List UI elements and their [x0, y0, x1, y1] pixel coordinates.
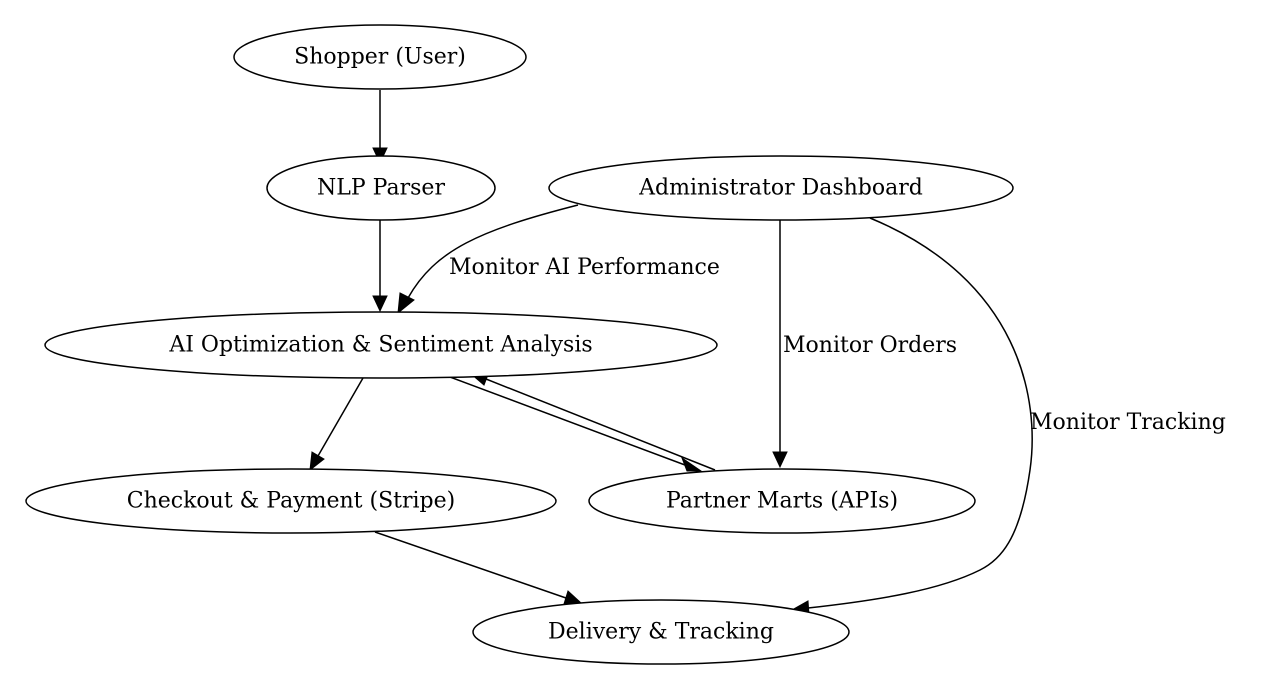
edge-shopper-to-nlp	[372, 90, 388, 165]
edge-nlp-to-ai	[372, 220, 388, 313]
edge-label-monitor-orders: Monitor Orders	[783, 333, 957, 358]
node-delivery: Delivery & Tracking	[472, 599, 850, 665]
node-nlp-parser: NLP Parser	[266, 155, 496, 221]
edge-admin-to-partner	[772, 220, 788, 469]
node-label-partner-marts: Partner Marts (APIs)	[666, 489, 898, 514]
node-checkout: Checkout & Payment (Stripe)	[25, 468, 557, 534]
node-partner-marts: Partner Marts (APIs)	[588, 468, 976, 534]
node-ai-optimization: AI Optimization & Sentiment Analysis	[44, 311, 718, 379]
node-label-ai-optimization: AI Optimization & Sentiment Analysis	[168, 333, 592, 358]
edge-checkout-to-delivery	[374, 531, 583, 605]
node-label-shopper: Shopper (User)	[294, 45, 466, 70]
node-label-admin-dashboard: Administrator Dashboard	[638, 176, 923, 201]
edge-admin-to-delivery	[790, 217, 1033, 616]
edge-partner-to-ai	[468, 371, 716, 471]
node-label-delivery: Delivery & Tracking	[548, 620, 774, 645]
edge-label-monitor-ai-performance: Monitor AI Performance	[449, 255, 720, 280]
node-label-nlp-parser: NLP Parser	[317, 176, 445, 201]
node-label-checkout: Checkout & Payment (Stripe)	[127, 489, 455, 514]
edge-admin-to-ai	[397, 204, 579, 315]
edge-ai-to-checkout	[309, 377, 364, 472]
edge-label-monitor-tracking: Monitor Tracking	[1030, 410, 1226, 435]
node-admin-dashboard: Administrator Dashboard	[548, 155, 1014, 221]
node-shopper: Shopper (User)	[233, 24, 527, 90]
edge-ai-to-partner	[449, 376, 703, 472]
